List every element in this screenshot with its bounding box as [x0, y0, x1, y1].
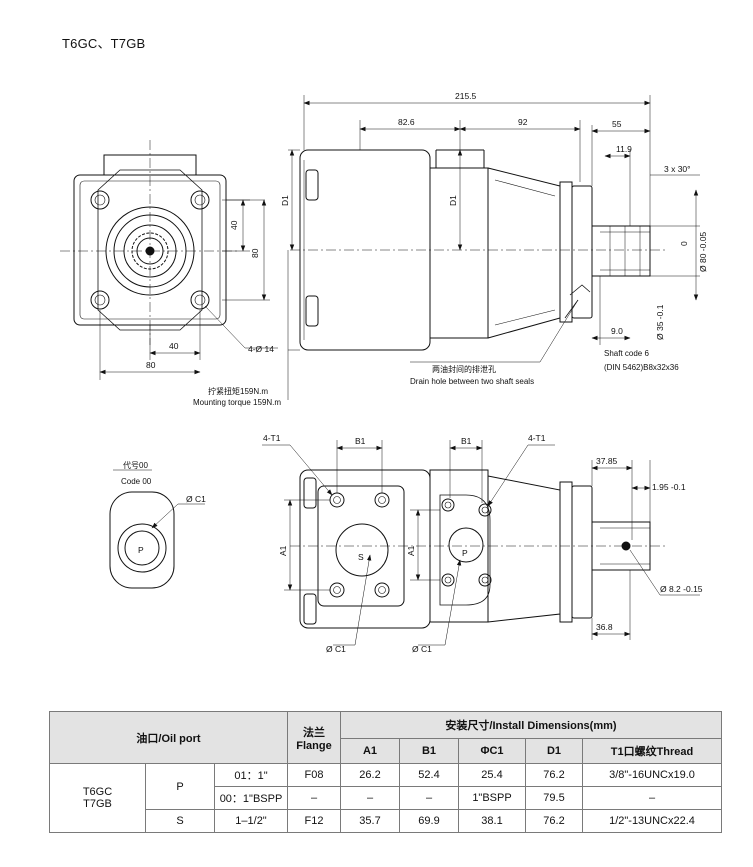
install-dims-header: 安装尺寸/Install Dimensions(mm) — [340, 711, 722, 739]
dim-total-length: 215.5 — [455, 91, 477, 101]
side-view — [288, 95, 700, 363]
d1-cell: 79.5 — [525, 786, 583, 810]
port-s-label: S — [358, 552, 364, 562]
model-1: T6GC — [82, 786, 113, 798]
dim-t1-left: 4-T1 — [263, 433, 281, 443]
oil-port-header: 油口/Oil port — [49, 711, 288, 764]
thread-cell: – — [582, 786, 722, 810]
torque-cn-label: 拧紧扭矩159N.m — [208, 386, 268, 396]
flange-cn: 法兰 — [303, 726, 325, 739]
dim-a1-left: A1 — [278, 545, 288, 556]
dim-chamfer: 3 x 30° — [664, 164, 691, 174]
c1-cell: 1"BSPP — [458, 786, 526, 810]
port-cell: S — [145, 809, 215, 833]
shaft-din-label: (DIN 5462)B8x32x36 — [604, 363, 679, 372]
dim-37-85: 37.85 — [596, 456, 618, 466]
dim-c1-right: Ø C1 — [412, 644, 432, 654]
dim-b1-left: B1 — [355, 436, 366, 446]
col-thread: T1口螺纹Thread — [582, 738, 722, 764]
dim-82-6: 82.6 — [398, 117, 415, 127]
b1-cell: 52.4 — [399, 763, 459, 787]
code00-p-label: P — [138, 545, 144, 555]
dim-35-tol: Ø 35 -0.1 — [655, 304, 665, 340]
a1-cell: – — [340, 786, 400, 810]
port-view — [262, 440, 700, 646]
port-cell: P — [145, 763, 215, 810]
drain-cn-label: 两油封间的排泄孔 — [432, 364, 496, 374]
model-2: T7GB — [83, 798, 112, 810]
dim-92: 92 — [518, 117, 528, 127]
code-en-label: Code 00 — [121, 477, 152, 486]
dim-80-vertical: 80 — [250, 248, 260, 258]
dim-b1-right: B1 — [461, 436, 472, 446]
shaft-code-label: Shaft code 6 — [604, 349, 649, 358]
code-cell: 01：1" — [214, 763, 288, 787]
dim-9-0: 9.0 — [611, 326, 623, 336]
dim-a1-right: A1 — [406, 545, 416, 556]
dim-1-95: 1.95 -0.1 — [652, 482, 686, 492]
col-b1: B1 — [399, 738, 459, 764]
dim-40-horizontal: 40 — [169, 341, 179, 351]
dim-55: 55 — [612, 119, 622, 129]
code-cn-label: 代号00 — [123, 460, 148, 470]
dim-40-vertical: 40 — [229, 220, 239, 230]
b1-cell: 69.9 — [399, 809, 459, 833]
flange-cell: F12 — [287, 809, 341, 833]
flange-cell: F08 — [287, 763, 341, 787]
dim-holes: 4-Ø 14 — [248, 344, 274, 354]
thread-cell: 3/8"-16UNCx19.0 — [582, 763, 722, 787]
flange-en: Flange — [296, 739, 332, 752]
dim-d1-left: D1 — [280, 195, 290, 206]
a1-cell: 26.2 — [340, 763, 400, 787]
drain-en-label: Drain hole between two shaft seals — [410, 377, 534, 386]
page-title: T6GC、T7GB — [62, 36, 146, 51]
dim-c1-left: Ø C1 — [326, 644, 346, 654]
dim-80-tol: Ø 80 -0.05 — [698, 232, 708, 272]
dim-11-9: 11.9 — [616, 144, 632, 154]
port-p-label: P — [462, 548, 468, 558]
flange-cell: – — [287, 786, 341, 810]
dim-36-8: 36.8 — [596, 622, 613, 632]
dim-t1-right: 4-T1 — [528, 433, 546, 443]
code-cell: 00：1"BSPP — [214, 786, 288, 810]
c1-cell: 25.4 — [458, 763, 526, 787]
a1-cell: 35.7 — [340, 809, 400, 833]
d1-cell: 76.2 — [525, 809, 583, 833]
code00-port-view — [109, 469, 205, 589]
c1-cell: 38.1 — [458, 809, 526, 833]
table-row: S 1–1/2" F12 35.7 69.9 38.1 76.2 1/2"-13… — [50, 809, 722, 833]
code00-c1-label: Ø C1 — [186, 494, 206, 504]
dim-tol-top: 0 — [679, 241, 689, 246]
torque-en-label: Mounting torque 159N.m — [193, 398, 281, 407]
col-d1: D1 — [525, 738, 583, 764]
col-a1: A1 — [340, 738, 400, 764]
technical-drawing: 40 80 40 80 4-Ø 14 拧紧扭矩159N.m Mounting t… — [60, 91, 708, 654]
thread-cell: 1/2"-13UNCx22.4 — [582, 809, 722, 833]
dim-8-2: Ø 8.2 -0.15 — [660, 584, 703, 594]
dim-80-horizontal: 80 — [146, 360, 156, 370]
col-c1: ΦC1 — [458, 738, 526, 764]
code-cell: 1–1/2" — [214, 809, 288, 833]
b1-cell: – — [399, 786, 459, 810]
dim-d1-right: D1 — [448, 195, 458, 206]
front-view — [60, 140, 278, 380]
d1-cell: 76.2 — [525, 763, 583, 787]
